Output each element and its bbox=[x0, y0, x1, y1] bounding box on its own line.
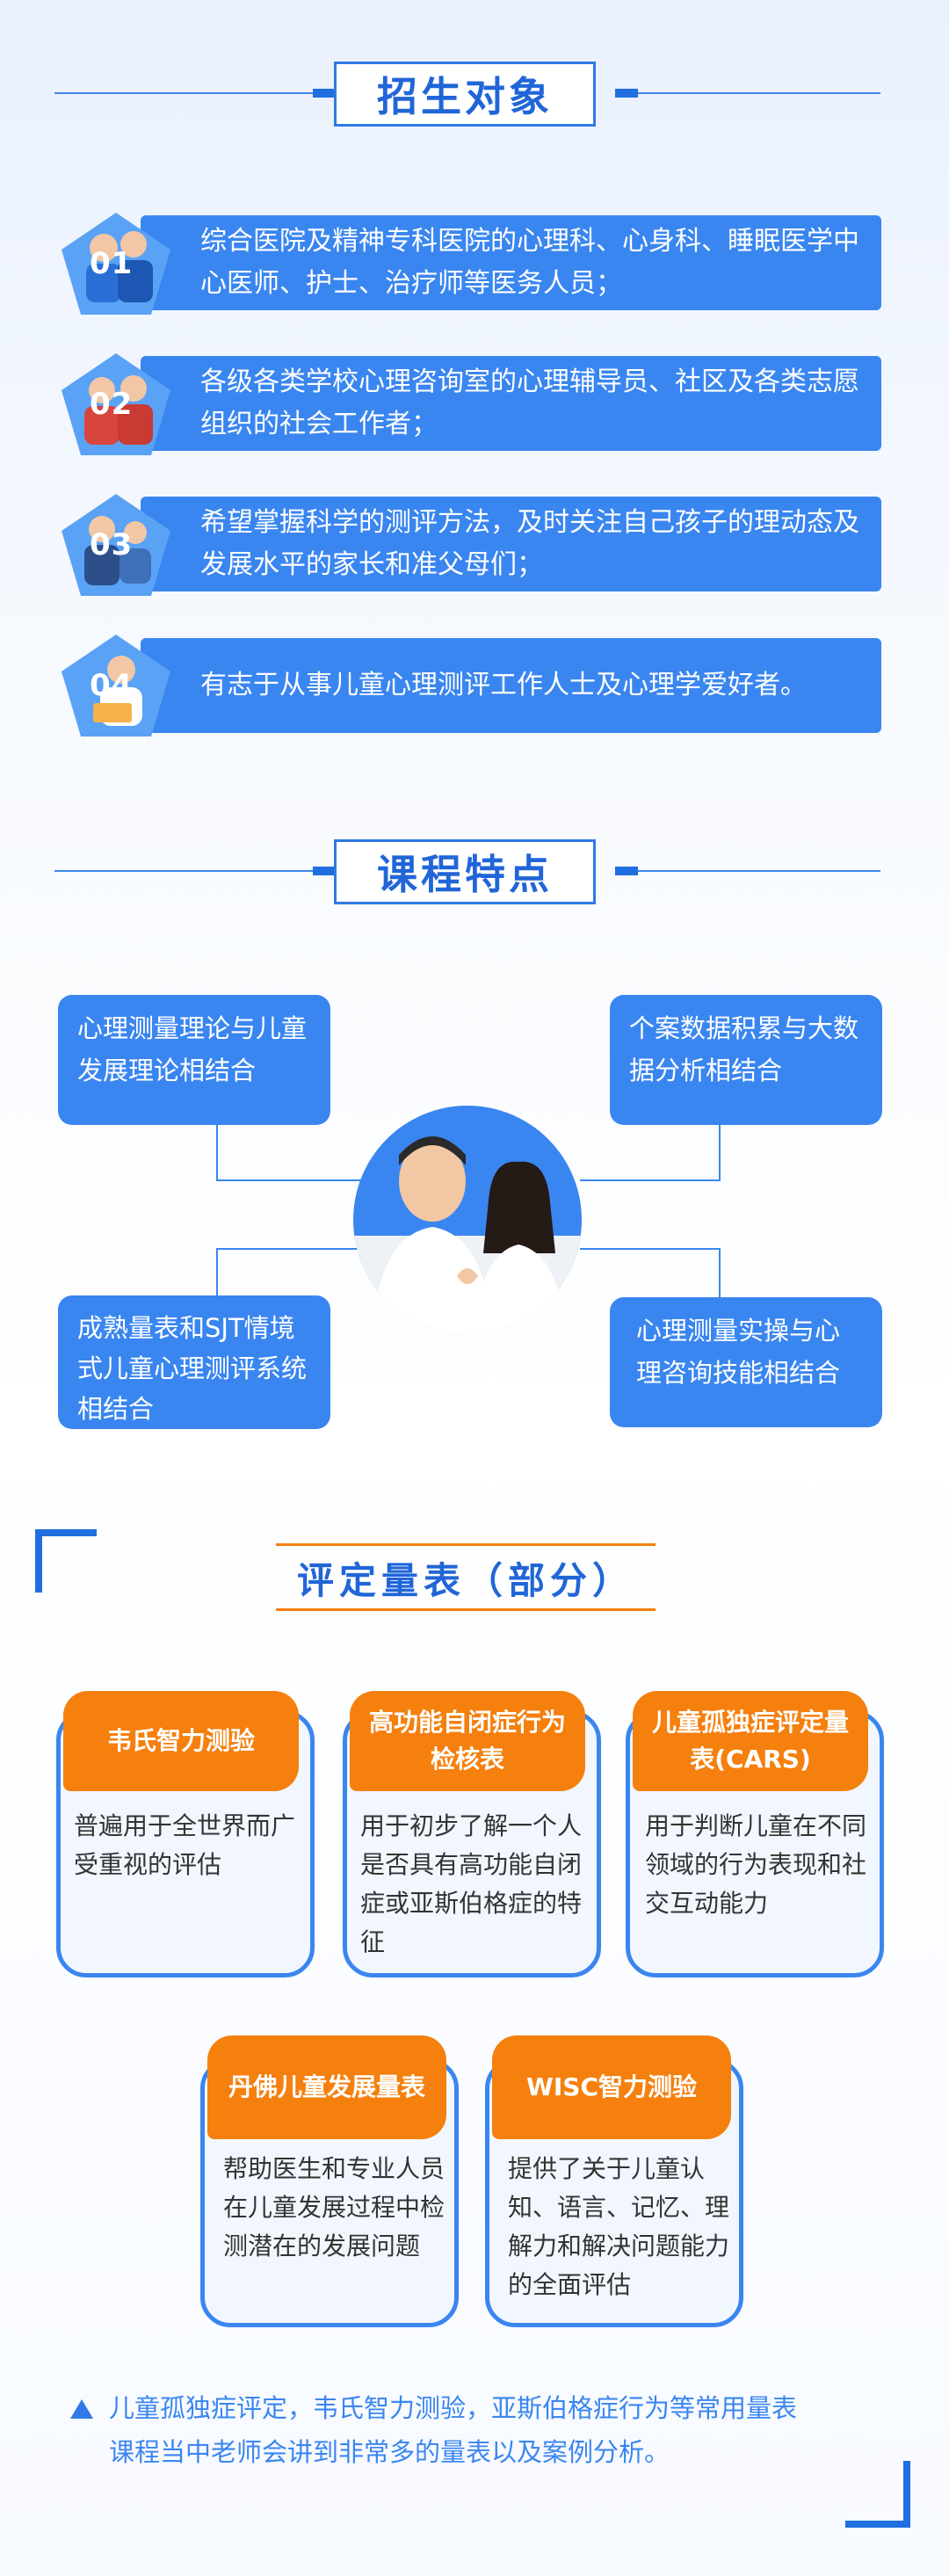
scale-title: WISC智力测验 bbox=[492, 2035, 731, 2139]
target-number: 03 bbox=[90, 527, 134, 562]
section-title-scales-top-rule bbox=[276, 1543, 656, 1546]
scale-description: 用于判断儿童在不同领域的行为表现和社交互动能力 bbox=[645, 1811, 867, 1918]
reader-icon: 04 bbox=[58, 631, 174, 740]
connector-line bbox=[580, 1179, 721, 1181]
corner-decoration bbox=[35, 1529, 42, 1593]
corner-decoration bbox=[903, 2461, 910, 2528]
target-text: 希望掌握科学的测评方法，及时关注自己孩子的理动态及发展水平的家长和准父母们； bbox=[200, 507, 859, 580]
section-divider-left bbox=[54, 92, 336, 94]
feature-box: 心理测量理论与儿童发展理论相结合 bbox=[58, 995, 330, 1125]
scale-description: 提供了关于儿童认知、语言、记忆、理解力和解决问题能力的全面评估 bbox=[508, 2154, 730, 2299]
connector-line bbox=[216, 1123, 218, 1181]
note-line-1: 儿童孤独症评定，韦氏智力测验，亚斯伯格症行为等常用量表 bbox=[109, 2393, 798, 2423]
section-divider-left bbox=[54, 870, 336, 872]
section-title-scales-bottom-rule bbox=[276, 1608, 656, 1611]
target-item: 希望掌握科学的测评方法，及时关注自己孩子的理动态及发展水平的家长和准父母们； bbox=[141, 497, 881, 591]
connector-line bbox=[216, 1248, 366, 1250]
corner-decoration bbox=[35, 1529, 97, 1536]
triangle-icon bbox=[70, 2399, 93, 2422]
couple-photo bbox=[351, 1104, 583, 1336]
target-number: 01 bbox=[90, 246, 134, 281]
connector-line bbox=[216, 1248, 218, 1297]
people-icon: 02 bbox=[58, 350, 174, 459]
feature-box: 个案数据积累与大数据分析相结合 bbox=[610, 995, 882, 1125]
scale-description: 用于初步了解一个人是否具有高功能自闭症或亚斯伯格症的特征 bbox=[360, 1811, 583, 1956]
target-number: 02 bbox=[90, 387, 134, 422]
people-icon: 03 bbox=[58, 490, 174, 599]
section-title-features: 课程特点 bbox=[334, 839, 596, 904]
target-number: 04 bbox=[90, 668, 134, 703]
scale-title: 儿童孤独症评定量表(CARS) bbox=[633, 1691, 868, 1791]
scale-title: 高功能自闭症行为检核表 bbox=[350, 1691, 585, 1791]
target-text: 有志于从事儿童心理测评工作人士及心理学爱好者。 bbox=[200, 670, 807, 700]
feature-box: 心理测量实操与心理咨询技能相结合 bbox=[610, 1297, 882, 1427]
section-marker-left bbox=[313, 867, 336, 875]
scale-title: 韦氏智力测验 bbox=[63, 1691, 299, 1791]
section-divider-right bbox=[615, 92, 880, 94]
section-divider-right bbox=[615, 870, 880, 872]
connector-line bbox=[580, 1248, 721, 1250]
feature-box: 成熟量表和SJT情境式儿童心理测评系统相结合 bbox=[58, 1295, 330, 1429]
connector-line bbox=[719, 1248, 721, 1297]
corner-decoration bbox=[845, 2521, 910, 2528]
note-line-2: 课程当中老师会讲到非常多的量表以及案例分析。 bbox=[109, 2437, 670, 2467]
section-title-scales: 评定量表（部分） bbox=[296, 1558, 634, 1602]
target-item: 综合医院及精神专科医院的心理科、心身科、睡眠医学中心医师、护士、治疗师等医务人员… bbox=[141, 215, 881, 310]
scale-title: 丹佛儿童发展量表 bbox=[207, 2035, 446, 2139]
connector-line bbox=[216, 1179, 366, 1181]
people-icon: 01 bbox=[58, 209, 174, 318]
target-item: 各级各类学校心理咨询室的心理辅导员、社区及各类志愿组织的社会工作者； bbox=[141, 356, 881, 451]
scale-description: 普遍用于全世界而广受重视的评估 bbox=[74, 1811, 296, 1879]
target-text: 综合医院及精神专科医院的心理科、心身科、睡眠医学中心医师、护士、治疗师等医务人员… bbox=[200, 226, 859, 299]
target-item: 有志于从事儿童心理测评工作人士及心理学爱好者。 bbox=[141, 638, 881, 733]
section-title-targets: 招生对象 bbox=[334, 62, 596, 127]
section-marker-right bbox=[615, 867, 638, 875]
connector-line bbox=[719, 1123, 721, 1181]
scale-description: 帮助医生和专业人员在儿童发展过程中检测潜在的发展问题 bbox=[223, 2154, 446, 2260]
target-text: 各级各类学校心理咨询室的心理辅导员、社区及各类志愿组织的社会工作者； bbox=[200, 366, 859, 439]
section-marker-left bbox=[313, 89, 336, 98]
section-marker-right bbox=[615, 89, 638, 98]
